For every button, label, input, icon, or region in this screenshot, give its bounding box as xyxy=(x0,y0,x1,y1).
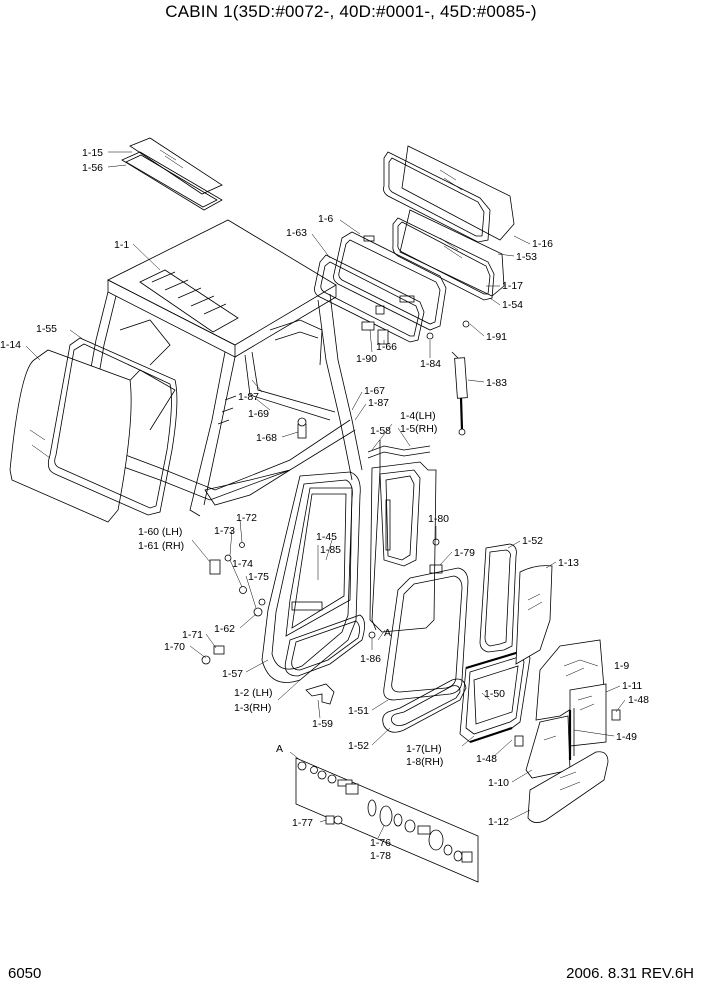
revision-date: 2006. 8.31 REV.6H xyxy=(566,965,694,982)
label-1-10: 1-10 xyxy=(488,777,509,789)
label-1-79: 1-79 xyxy=(454,547,475,559)
page-number: 6050 xyxy=(8,965,42,982)
detail-a-assembly xyxy=(295,757,479,883)
label-1-69: 1-69 xyxy=(248,408,269,420)
label-1-9: 1-9 xyxy=(614,660,629,672)
diagram-title: CABIN 1(35D:#0072-, 40D:#0001-, 45D:#008… xyxy=(165,2,537,21)
label-1-83: 1-83 xyxy=(486,377,507,389)
label-1-14: 1-14 xyxy=(0,339,21,351)
label-1-91: 1-91 xyxy=(486,331,507,343)
label-1-48-left: 1-48 xyxy=(476,753,497,765)
label-1-17: 1-17 xyxy=(502,280,523,292)
label-1-75: 1-75 xyxy=(248,571,269,583)
label-1-56: 1-56 xyxy=(82,162,103,174)
label-1-87-left: 1-87 xyxy=(238,391,259,403)
label-1-1: 1-1 xyxy=(114,239,129,251)
label-1-49: 1-49 xyxy=(616,731,637,743)
part-labels: 1-15 1-56 1-1 1-6 1-63 1-16 1-53 1-17 1-… xyxy=(0,147,649,862)
left-glass-part xyxy=(9,337,178,523)
label-1-2: 1-2 (LH) xyxy=(234,687,273,699)
label-1-66: 1-66 xyxy=(376,341,397,353)
label-1-72: 1-72 xyxy=(236,512,257,524)
label-1-62: 1-62 xyxy=(214,623,235,635)
hardware-parts xyxy=(201,320,621,747)
leader-lines xyxy=(25,151,626,839)
label-1-7: 1-7(LH) xyxy=(406,743,442,755)
label-1-15: 1-15 xyxy=(82,147,103,159)
label-1-51: 1-51 xyxy=(348,705,369,717)
label-detail-a: A xyxy=(276,743,283,755)
roof-glass-part xyxy=(121,137,223,211)
label-detail-a-door: A xyxy=(384,627,391,639)
label-1-57: 1-57 xyxy=(222,668,243,680)
label-1-59: 1-59 xyxy=(312,718,333,730)
door-frame-part xyxy=(367,440,437,633)
label-1-53: 1-53 xyxy=(516,251,537,263)
label-1-78: 1-78 xyxy=(370,850,391,862)
label-1-85: 1-85 xyxy=(320,544,341,556)
label-1-84: 1-84 xyxy=(420,358,441,370)
label-1-58: 1-58 xyxy=(370,425,391,437)
label-1-90: 1-90 xyxy=(356,353,377,365)
label-1-73: 1-73 xyxy=(214,525,235,537)
label-1-71: 1-71 xyxy=(182,629,203,641)
label-1-67: 1-67 xyxy=(364,385,385,397)
label-1-52-top: 1-52 xyxy=(522,535,543,547)
label-1-77: 1-77 xyxy=(292,817,313,829)
label-1-48-right: 1-48 xyxy=(628,694,649,706)
label-1-60: 1-60 (LH) xyxy=(138,526,182,538)
label-1-45: 1-45 xyxy=(316,531,337,543)
label-1-76: 1-76 xyxy=(370,837,391,849)
lower-front-glass-part xyxy=(382,543,517,733)
door-part xyxy=(261,471,365,705)
label-1-87-right: 1-87 xyxy=(368,397,389,409)
label-1-8: 1-8(RH) xyxy=(406,756,443,768)
label-1-86: 1-86 xyxy=(360,653,381,665)
label-1-54: 1-54 xyxy=(502,299,523,311)
label-1-12: 1-12 xyxy=(488,816,509,828)
rear-glass-part xyxy=(383,145,515,301)
label-1-50: 1-50 xyxy=(484,688,505,700)
gas-spring-part xyxy=(451,351,468,436)
front-glass-part xyxy=(515,565,609,823)
label-1-5: 1-5(RH) xyxy=(400,423,437,435)
label-1-74: 1-74 xyxy=(232,558,253,570)
label-1-13: 1-13 xyxy=(558,557,579,569)
label-1-11: 1-11 xyxy=(622,680,642,692)
label-1-63: 1-63 xyxy=(286,227,307,239)
label-1-52-bottom: 1-52 xyxy=(348,740,369,752)
label-1-70: 1-70 xyxy=(164,641,185,653)
label-1-80: 1-80 xyxy=(428,513,449,525)
label-1-68: 1-68 xyxy=(256,432,277,444)
label-1-3: 1-3(RH) xyxy=(234,702,271,714)
rear-window-frame-part xyxy=(314,231,447,343)
label-1-16: 1-16 xyxy=(532,238,553,250)
label-1-4: 1-4(LH) xyxy=(400,410,436,422)
label-1-6: 1-6 xyxy=(318,213,333,225)
label-1-55: 1-55 xyxy=(36,323,57,335)
label-1-61: 1-61 (RH) xyxy=(138,540,184,552)
